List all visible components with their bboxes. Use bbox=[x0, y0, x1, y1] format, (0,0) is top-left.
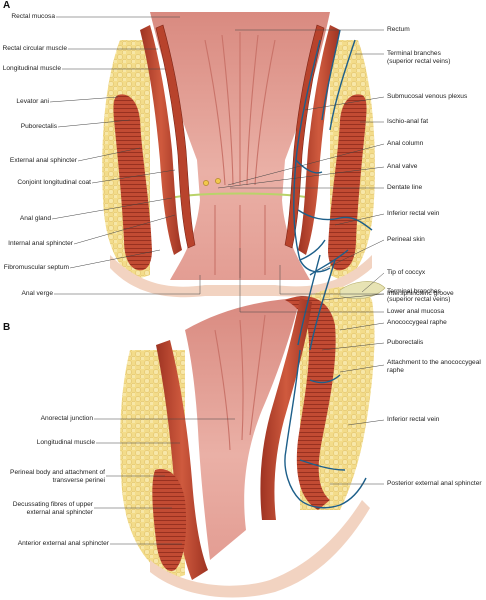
label-longitudinal-muscle-b: Longitudinal muscle bbox=[36, 439, 95, 446]
label-levator-ani: Levator ani bbox=[16, 98, 49, 105]
rectal-veins-a bbox=[293, 29, 373, 276]
left-longitudinal-muscle bbox=[155, 24, 196, 249]
label-decussating-fibres: Decussating fibres of upper external ana… bbox=[12, 501, 93, 516]
label-conjoint-longitudinal-coat: Conjoint longitudinal coat bbox=[17, 179, 91, 186]
leader-a-r10 bbox=[239, 248, 384, 313]
leader-b-r5 bbox=[347, 419, 385, 426]
leader-b-r4 bbox=[339, 364, 385, 373]
leader-a-l4 bbox=[57, 119, 131, 128]
leader-b-r0 bbox=[361, 272, 385, 293]
label-terminal-branches-a: Terminal branches (superior rectal veins… bbox=[387, 50, 451, 65]
leader-a-r4 bbox=[227, 143, 385, 186]
panel-a-illustration bbox=[102, 12, 375, 298]
label-inferior-rectal-vein-a: Inferior rectal vein bbox=[387, 210, 440, 217]
panel-letter-b: B bbox=[3, 322, 11, 333]
leader-a-l9 bbox=[69, 249, 161, 269]
label-rectum: Rectum bbox=[387, 26, 410, 33]
leader-b-r3 bbox=[321, 342, 385, 351]
label-lower-anal-mucosa: Lower anal mucosa bbox=[387, 308, 445, 315]
leader-a-l7 bbox=[51, 197, 173, 220]
right-levator-muscle bbox=[328, 94, 367, 271]
label-perineal-body: Perineal body and attachment of transver… bbox=[10, 469, 105, 484]
label-inferior-rectal-vein-b: Inferior rectal vein bbox=[387, 416, 440, 423]
label-anterior-external-anal-sphincter: Anterior external anal sphincter bbox=[17, 540, 109, 547]
label-attachment-anococcygeal: Attachment to the anococcygeal raphe bbox=[387, 359, 481, 374]
label-puborectalis: Puborectalis bbox=[20, 123, 57, 130]
leader-a-r8 bbox=[321, 239, 385, 271]
label-anorectal-junction: Anorectal junction bbox=[40, 415, 93, 422]
leader-b-r2 bbox=[339, 322, 385, 331]
right-circular-muscle bbox=[298, 25, 340, 255]
label-longitudinal-muscle: Longitudinal muscle bbox=[2, 65, 61, 72]
label-anal-valve: Anal valve bbox=[387, 163, 418, 170]
leader-a-r5 bbox=[217, 166, 385, 189]
label-tip-of-coccyx: Tip of coccyx bbox=[387, 269, 426, 276]
label-fibromuscular-septum: Fibromuscular septum bbox=[3, 264, 69, 271]
label-perineal-skin: Perineal skin bbox=[387, 236, 425, 243]
perineal-skin-b bbox=[150, 500, 370, 598]
left-levator-muscle bbox=[113, 94, 152, 271]
label-rectal-mucosa: Rectal mucosa bbox=[11, 13, 55, 20]
mucosal-folds-b bbox=[214, 314, 266, 451]
leader-a-r9 bbox=[279, 265, 384, 295]
anterior-external-sphincter bbox=[152, 469, 187, 571]
label-anal-column: Anal column bbox=[387, 140, 424, 147]
label-anal-gland: Anal gland bbox=[19, 215, 51, 222]
leader-a-l10 bbox=[54, 275, 201, 295]
leader-a-l6 bbox=[91, 169, 176, 184]
leader-a-r2 bbox=[304, 96, 385, 111]
label-submucosal-venous-plexus: Submucosal venous plexus bbox=[387, 93, 468, 100]
leader-lines bbox=[49, 16, 385, 545]
label-posterior-external-anal-sphincter: Posterior external anal sphincter bbox=[387, 480, 482, 487]
anterior-wall-muscle bbox=[156, 340, 208, 580]
label-terminal-branches-b: Terminal branches (superior rectal veins… bbox=[387, 288, 451, 303]
puborectalis-b bbox=[285, 296, 336, 510]
label-anal-verge: Anal verge bbox=[21, 290, 53, 297]
leader-b-r1 bbox=[321, 293, 385, 301]
anal-papilla-1 bbox=[203, 180, 209, 186]
label-intersphincteric-groove: Intersphincteric groove bbox=[387, 290, 454, 297]
label-dentate-line: Dentate line bbox=[387, 184, 423, 191]
panel-b-illustration bbox=[120, 254, 386, 598]
mucosal-folds bbox=[204, 32, 276, 278]
label-anococcygeal-raphe: Anococcygeal raphe bbox=[387, 319, 447, 326]
anal-papilla-2 bbox=[215, 178, 221, 184]
leader-a-l5 bbox=[77, 147, 141, 162]
label-puborectalis-b: Puborectalis bbox=[387, 339, 424, 346]
perineal-skin bbox=[110, 255, 372, 298]
leader-a-l3 bbox=[49, 96, 119, 103]
label-ischio-anal-fat: Ischio-anal fat bbox=[387, 118, 429, 125]
left-circular-muscle bbox=[140, 25, 182, 255]
label-rectal-circular-muscle: Rectal circular muscle bbox=[2, 45, 68, 52]
coccyx-tip bbox=[339, 281, 386, 300]
rectal-veins-b bbox=[284, 254, 367, 509]
panel-letter-a: A bbox=[3, 0, 11, 11]
label-external-anal-sphincter: External anal sphincter bbox=[9, 157, 77, 164]
leader-a-r7 bbox=[334, 213, 385, 226]
label-internal-anal-sphincter: Internal anal sphincter bbox=[8, 240, 73, 247]
leader-a-l8 bbox=[73, 214, 176, 245]
